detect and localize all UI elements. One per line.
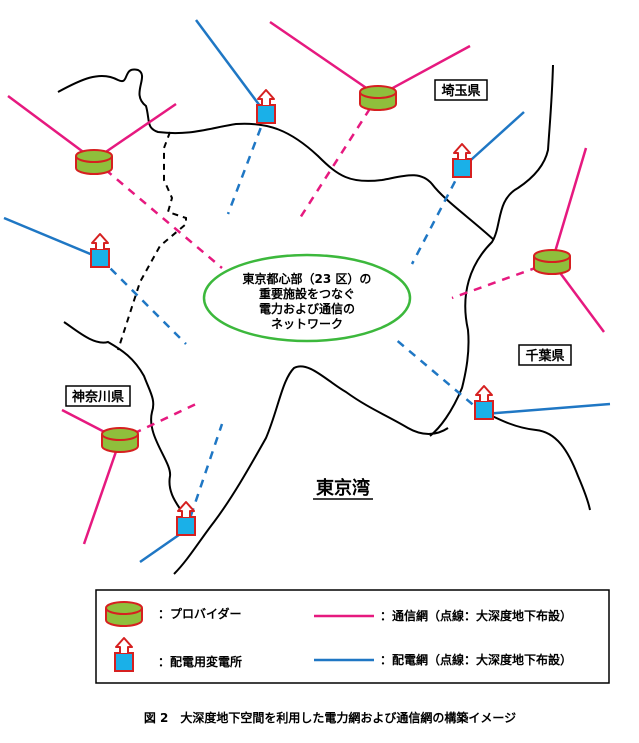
legend-provider-icon xyxy=(105,601,143,627)
boundary-lines xyxy=(57,64,591,575)
comm-line xyxy=(550,147,588,263)
power-line xyxy=(483,402,611,416)
tokyo-bay-east-coast xyxy=(483,411,591,511)
power-line xyxy=(194,19,268,115)
saitama-border xyxy=(57,68,495,241)
tokyo-bay-label: 東京湾 xyxy=(313,477,373,500)
tokyo-border-dashed xyxy=(117,131,187,351)
power-line xyxy=(3,216,101,260)
substation-box-arrow-icon xyxy=(256,89,276,124)
substation-box-arrow-icon xyxy=(452,143,472,178)
label-chiba: 千葉県 xyxy=(525,348,564,364)
comm-line xyxy=(377,44,471,98)
provider-cylinder-icon xyxy=(101,427,139,453)
comm-line xyxy=(82,439,122,545)
power-line xyxy=(393,337,485,415)
comm-line xyxy=(7,94,95,162)
chiba-border xyxy=(429,64,554,437)
comm-line xyxy=(93,159,223,269)
comm-line xyxy=(93,102,177,162)
comm-line xyxy=(298,95,380,219)
prefecture-labels: 埼玉県 千葉県 神奈川県 xyxy=(65,79,572,407)
tokyo-bay-west-coast xyxy=(173,365,449,575)
label-kanagawa: 神奈川県 xyxy=(72,389,124,405)
substation-box-arrow-icon xyxy=(90,233,110,268)
provider-cylinder-icon xyxy=(75,149,113,175)
provider-cylinder-icon xyxy=(533,249,571,275)
kanagawa-border xyxy=(63,321,186,519)
power-line xyxy=(226,113,268,215)
center-label-line3: 電力および通信の xyxy=(259,301,355,316)
power-line xyxy=(410,167,464,265)
center-label-line1: 東京都心部（23 区）の xyxy=(243,271,372,286)
power-line xyxy=(461,111,525,169)
center-label-line2: 重要施設をつなぐ xyxy=(259,286,355,301)
legend: ：プロバイダー ：配電用変電所 ：通信網（点線：大深度地下布設） ：配電網（点線… xyxy=(95,589,610,684)
figure-caption: 図 2 大深度地下空間を利用した電力網および通信網の構築イメージ xyxy=(144,710,516,725)
label-saitama: 埼玉県 xyxy=(441,83,480,99)
power-line xyxy=(99,257,187,345)
label-tokyo-bay: 東京湾 xyxy=(316,477,370,499)
center-network-label: 東京都心部（23 区）の 重要施設をつなぐ 電力および通信の ネットワーク xyxy=(202,253,412,343)
legend-provider-label: ：プロバイダー xyxy=(158,606,242,621)
legend-substation-label: ：配電用変電所 xyxy=(158,654,242,669)
substation-box-arrow-icon xyxy=(474,385,494,420)
comm-line xyxy=(269,20,379,98)
power-line xyxy=(184,423,224,531)
provider-cylinder-icon xyxy=(359,85,397,111)
legend-comm-label: ：通信網（点線：大深度地下布設） xyxy=(380,608,572,623)
center-label-line4: ネットワーク xyxy=(271,317,343,331)
legend-power-label: ：配電網（点線：大深度地下布設） xyxy=(380,652,572,667)
